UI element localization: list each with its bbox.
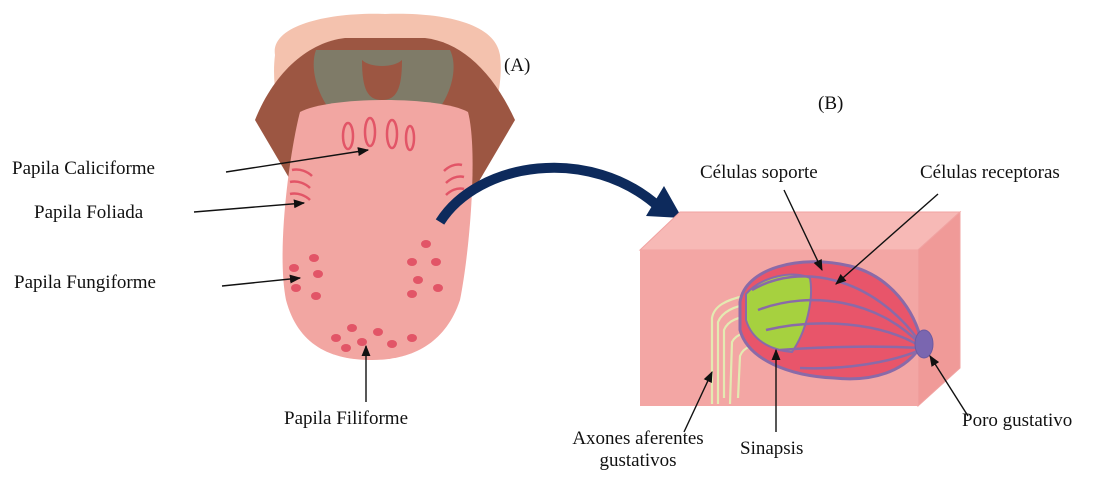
label-axones-line2: gustativos <box>538 450 738 472</box>
taste-pore <box>915 330 933 358</box>
label-papila-fungiforme: Papila Fungiforme <box>14 272 156 294</box>
label-axones: Axones aferentes gustativos <box>538 428 738 472</box>
panel-b-label: (B) <box>818 93 843 115</box>
label-celulas-receptoras: Células receptoras <box>920 162 1060 184</box>
label-axones-line1: Axones aferentes <box>538 428 738 450</box>
panel-a-label: (A) <box>504 55 530 77</box>
label-papila-caliciforme: Papila Caliciforme <box>12 158 155 180</box>
label-celulas-soporte: Células soporte <box>700 162 818 184</box>
label-papila-foliada: Papila Foliada <box>34 202 143 224</box>
label-papila-filiforme: Papila Filiforme <box>284 408 408 430</box>
label-poro-gustativo: Poro gustativo <box>962 410 1072 432</box>
label-sinapsis: Sinapsis <box>740 438 803 460</box>
tongue-body <box>283 100 473 360</box>
